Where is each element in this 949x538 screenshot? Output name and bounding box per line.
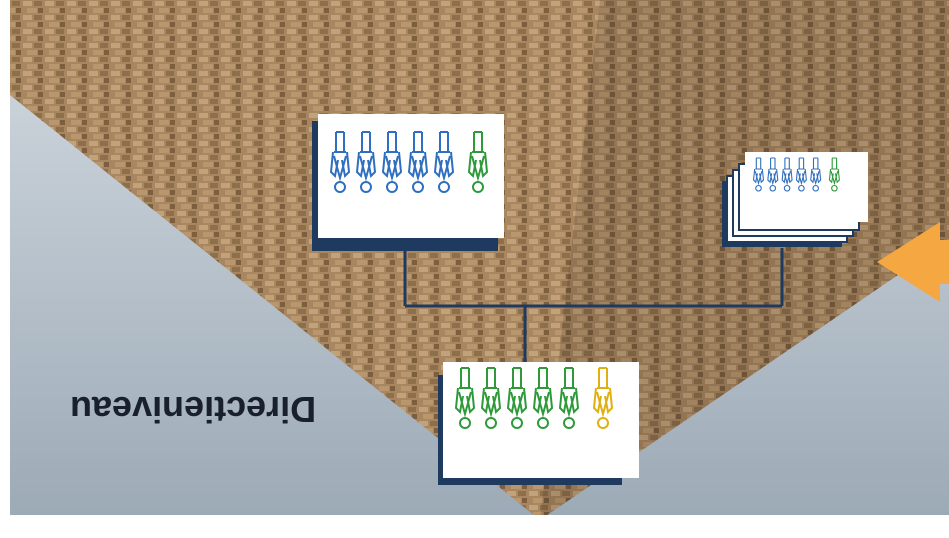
box [443, 362, 639, 478]
person-icon [355, 131, 377, 193]
group-upper-right-stack [722, 152, 868, 247]
person-icon [329, 131, 351, 193]
person-icon [781, 157, 793, 192]
person-icon [592, 367, 614, 429]
person-icon [381, 131, 403, 193]
bottom-strip [0, 515, 949, 538]
stack-card-1 [745, 152, 868, 222]
level-title: Directieniveau [70, 389, 317, 430]
person-icon [532, 367, 554, 429]
pyramid-stones [10, 0, 949, 520]
group-upper-left [312, 114, 504, 251]
person-icon [810, 157, 822, 192]
group-bottom [438, 362, 639, 485]
figure-row [329, 131, 489, 193]
person-icon [828, 157, 840, 192]
figure-row [752, 157, 840, 192]
left-strip [0, 0, 10, 538]
person-icon [506, 367, 528, 429]
person-icon [467, 131, 489, 193]
person-icon [407, 131, 429, 193]
org-connectors [403, 248, 784, 366]
person-icon [752, 157, 765, 192]
person-icon [558, 367, 580, 429]
arrow-icon [877, 222, 949, 302]
person-icon [433, 131, 455, 193]
pyramid-shadow-face [540, 0, 949, 520]
person-icon [767, 157, 779, 192]
person-icon [454, 367, 476, 429]
figure-row [454, 367, 614, 429]
person-icon [795, 157, 807, 192]
person-icon [480, 367, 502, 429]
